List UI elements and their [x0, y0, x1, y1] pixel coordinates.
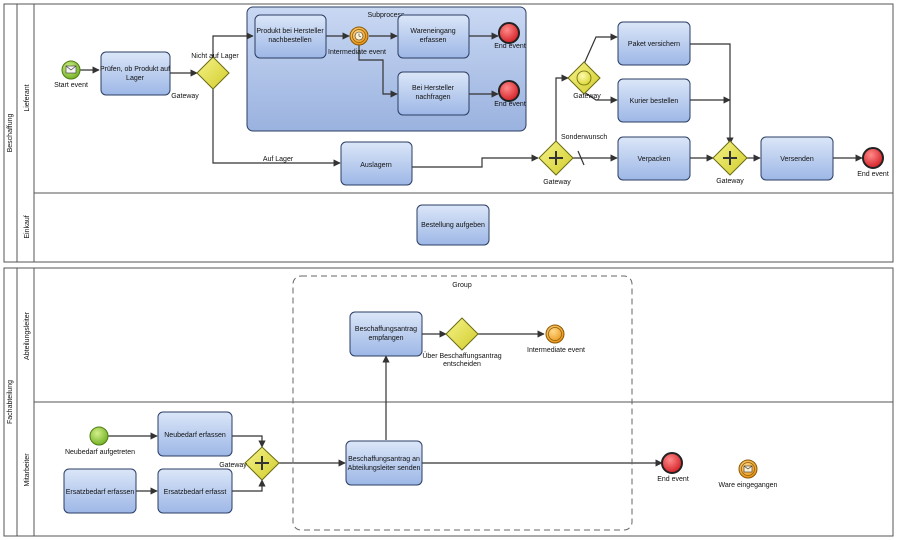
task-neubedarf-label: Neubedarf erfassen: [164, 432, 226, 439]
label-intermediate-1: Intermediate event: [328, 49, 386, 56]
task-kurier-bestellen[interactable]: Kurier bestellen: [617, 78, 691, 123]
start-event-neubedarf[interactable]: [89, 426, 109, 446]
task-empfangen-line2: empfangen: [368, 335, 403, 342]
task-auslagern[interactable]: Auslagern: [340, 141, 413, 186]
task-verpacken-label: Verpacken: [637, 156, 670, 163]
pool-label-fachabteilung: Fachabteilung: [7, 380, 14, 424]
task-antrag-empfangen[interactable]: Beschaffungsantrag empfangen: [349, 311, 423, 357]
gateway-parallel-mitarbeiter[interactable]: [244, 446, 280, 481]
label-ware-eingegangen: Ware eingegangen: [719, 482, 778, 489]
plus-icon: [549, 151, 563, 165]
envelope-icon: [65, 65, 77, 74]
task-versenden-label: Versenden: [780, 156, 814, 163]
task-hersteller-line2: nachfragen: [415, 94, 450, 101]
task-hersteller-line1: Bei Hersteller: [412, 85, 455, 92]
plus-icon: [255, 456, 269, 470]
gateway-parallel-join[interactable]: [712, 140, 748, 176]
end-event-3[interactable]: [862, 147, 884, 169]
task-produkt-line1: Produkt bei Hersteller: [256, 28, 324, 35]
label-gateway-2: Gateway: [543, 179, 571, 186]
task-wareneingang-line1: Wareneingang: [410, 28, 455, 35]
label-nicht-auf-lager: Nicht auf Lager: [191, 53, 239, 60]
label-end-event-3: End event: [857, 171, 889, 178]
label-gateway-1: Gateway: [171, 93, 199, 100]
task-paket-versichern[interactable]: Paket versichern: [617, 21, 691, 66]
label-entscheiden-1: Über Beschaffungsantrag: [422, 352, 501, 360]
task-senden-line2: Abteilungsleiter senden: [348, 465, 421, 472]
end-event-4[interactable]: [661, 452, 683, 474]
label-entscheiden-2: entscheiden: [443, 361, 481, 368]
group-box: Group: [292, 275, 633, 531]
subprocess-label: Subprocess: [368, 12, 405, 19]
task-bei-hersteller[interactable]: Bei Hersteller nachfragen: [397, 71, 470, 116]
label-neubedarf-aufgetreten: Neubedarf aufgetreten: [65, 449, 135, 456]
task-bestellung-label: Bestellung aufgeben: [421, 222, 485, 229]
task-neubedarf-erfassen[interactable]: Neubedarf erfassen: [157, 411, 233, 457]
task-paket-label: Paket versichern: [628, 41, 680, 48]
intermediate-message-event[interactable]: [738, 459, 758, 479]
intermediate-timer-event[interactable]: [349, 26, 369, 46]
end-event-1[interactable]: [498, 22, 520, 44]
task-pruefen-line1: Prüfen, ob Produkt auf: [100, 66, 170, 73]
gateway-lager[interactable]: [196, 56, 230, 90]
label-intermediate-2: Intermediate event: [527, 347, 585, 354]
lane-label-einkauf: Einkauf: [24, 215, 31, 238]
label-gateway-5: Gateway: [219, 462, 247, 469]
task-pruefen[interactable]: Prüfen, ob Produkt auf Lager: [100, 51, 171, 96]
pool-label-beschaffung: Beschaffung: [7, 114, 14, 153]
label-gateway-3: Gateway: [573, 93, 601, 100]
lane-label-lieferant: Lieferant: [24, 84, 31, 111]
start-event-message[interactable]: [61, 60, 81, 80]
task-verpacken[interactable]: Verpacken: [617, 136, 691, 181]
task-ersatzbedarf-erfassen-label: Ersatzbedarf erfassen: [66, 489, 135, 496]
task-produkt-line2: nachbestellen: [268, 37, 311, 44]
task-ersatzbedarf-erfassen[interactable]: Ersatzbedarf erfassen: [63, 468, 137, 514]
task-senden-line1: Beschaffungsantrag an: [348, 456, 420, 463]
task-auslagern-label: Auslagern: [360, 162, 392, 169]
gateway-parallel-split[interactable]: [538, 140, 574, 176]
group-label: Group: [452, 282, 472, 289]
task-versenden[interactable]: Versenden: [760, 136, 834, 181]
label-gateway-4: Gateway: [716, 178, 744, 185]
label-sonderwunsch: Sonderwunsch: [561, 134, 607, 141]
label-auf-lager: Auf Lager: [263, 156, 294, 163]
task-antrag-senden[interactable]: Beschaffungsantrag an Abteilungsleiter s…: [345, 440, 423, 486]
gateway-entscheiden[interactable]: [445, 317, 479, 351]
task-wareneingang[interactable]: Wareneingang erfassen: [397, 14, 470, 59]
sequence-flows: [80, 32, 863, 495]
task-wareneingang-line2: erfassen: [420, 37, 447, 44]
pool-fachabteilung: Fachabteilung Abteilungsleiter Mitarbeit…: [3, 267, 894, 537]
gateway-event-based[interactable]: [567, 61, 601, 95]
task-pruefen-line2: Lager: [126, 75, 145, 82]
intermediate-event-2[interactable]: [545, 324, 565, 344]
task-produkt-nachbestellen[interactable]: Produkt bei Hersteller nachbestellen: [254, 14, 327, 59]
plus-icon: [723, 151, 737, 165]
task-empfangen-line1: Beschaffungsantrag: [355, 326, 417, 333]
label-end-event-1: End event: [494, 43, 526, 50]
task-kurier-label: Kurier bestellen: [630, 98, 679, 105]
lane-label-mitarbeiter: Mitarbeiter: [24, 453, 31, 487]
lane-label-abteilungsleiter: Abteilungsleiter: [24, 311, 31, 360]
label-end-event-2: End event: [494, 101, 526, 108]
end-event-2[interactable]: [498, 80, 520, 102]
label-end-event-4: End event: [657, 476, 689, 483]
task-bestellung-aufgeben[interactable]: Bestellung aufgeben: [416, 204, 490, 246]
task-ersatzbedarf-erfasst[interactable]: Ersatzbedarf erfasst: [157, 468, 233, 514]
task-ersatzbedarf-erfasst-label: Ersatzbedarf erfasst: [164, 489, 227, 496]
start-event-label: Start event: [54, 82, 88, 89]
